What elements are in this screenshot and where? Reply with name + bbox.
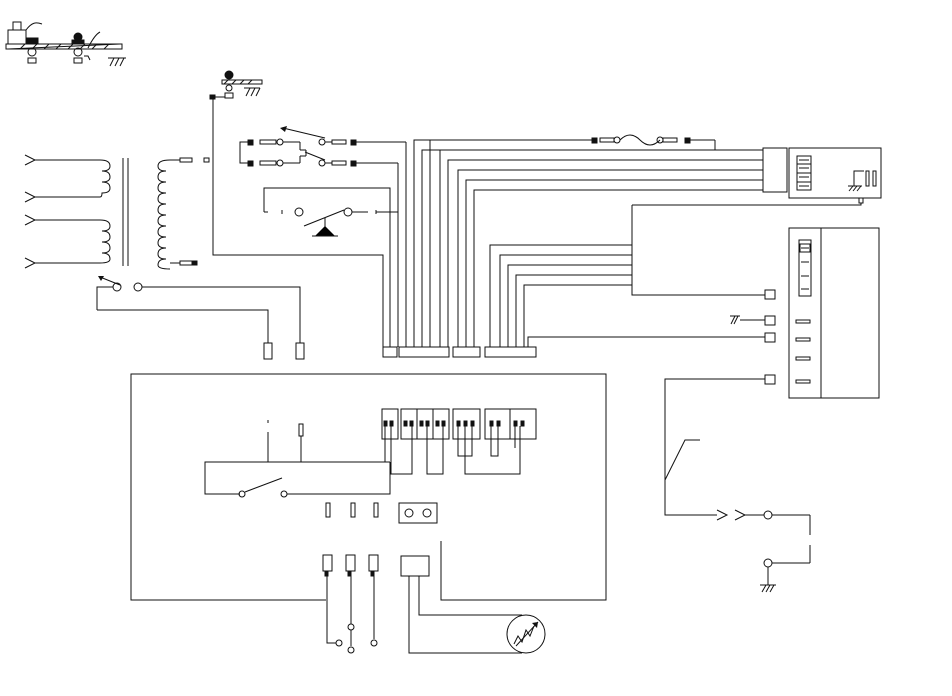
output-terminal-icon [322, 554, 379, 654]
output-terminal-icon [664, 378, 811, 593]
bus-wires [489, 203, 862, 347]
door-interlock-switch-icon [96, 276, 305, 360]
power-transformer-icon [35, 97, 384, 347]
changeover-switch-icon [239, 126, 406, 167]
chassis-ground-icon [108, 57, 126, 67]
lamp-relay-icon [762, 147, 882, 204]
control-board-icon [130, 373, 607, 601]
bus-wires [421, 140, 763, 347]
thermistor-icon [400, 555, 546, 654]
connector-header-icon [382, 346, 537, 358]
door-interlock-switch-icon [263, 142, 407, 347]
thermal-fuse-icon [413, 134, 763, 347]
terminal-block-icon [730, 227, 880, 399]
ground-strap-icon [5, 21, 123, 64]
line-input-arrows-icon [24, 154, 37, 269]
chassis-ground-icon [209, 70, 263, 100]
